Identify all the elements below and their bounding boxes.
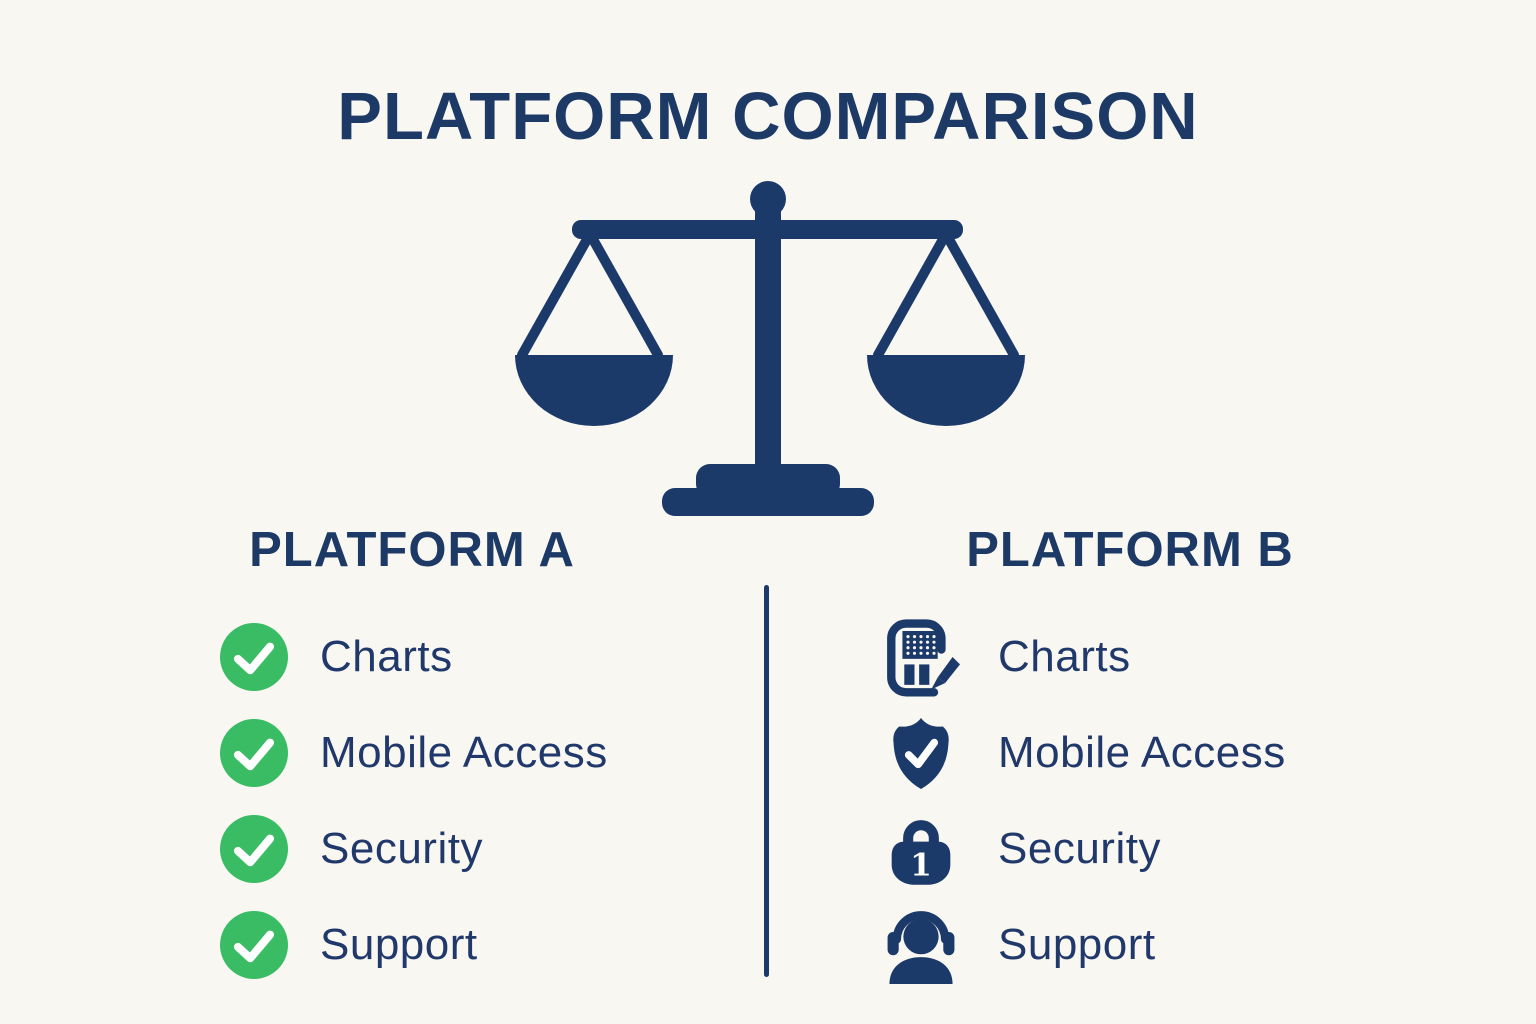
report-pen-icon [882,617,960,697]
list-item: Support [882,897,1286,993]
padlock-one-icon: 1 [882,809,960,889]
feature-label: Charts [320,632,453,681]
platform-b-heading: PLATFORM B [966,523,1294,577]
feature-label: Mobile Access [998,728,1286,777]
feature-label: Support [320,920,478,969]
list-item: Support [220,897,608,993]
list-item: Charts [882,609,1286,705]
page-title: PLATFORM COMPARISON [337,79,1199,154]
shield-check-icon [882,713,960,793]
column-divider [764,585,769,977]
platform-b-feature-list: Charts Mobile Access 1 Security [882,609,1286,993]
list-item: 1 Security [882,801,1286,897]
list-item: Mobile Access [882,705,1286,801]
check-circle-icon [220,623,288,691]
feature-label: Security [998,824,1161,873]
platform-a-feature-list: Charts Mobile Access Security Support [220,609,608,993]
list-item: Charts [220,609,608,705]
headset-agent-icon [882,905,960,985]
list-item: Mobile Access [220,705,608,801]
check-circle-icon [220,719,288,787]
feature-label: Support [998,920,1156,969]
feature-label: Mobile Access [320,728,608,777]
feature-label: Charts [998,632,1131,681]
balance-scale-icon [510,176,1026,522]
platform-a-heading: PLATFORM A [249,523,575,577]
check-circle-icon [220,911,288,979]
svg-text:1: 1 [910,848,932,884]
feature-label: Security [320,824,483,873]
list-item: Security [220,801,608,897]
check-circle-icon [220,815,288,883]
